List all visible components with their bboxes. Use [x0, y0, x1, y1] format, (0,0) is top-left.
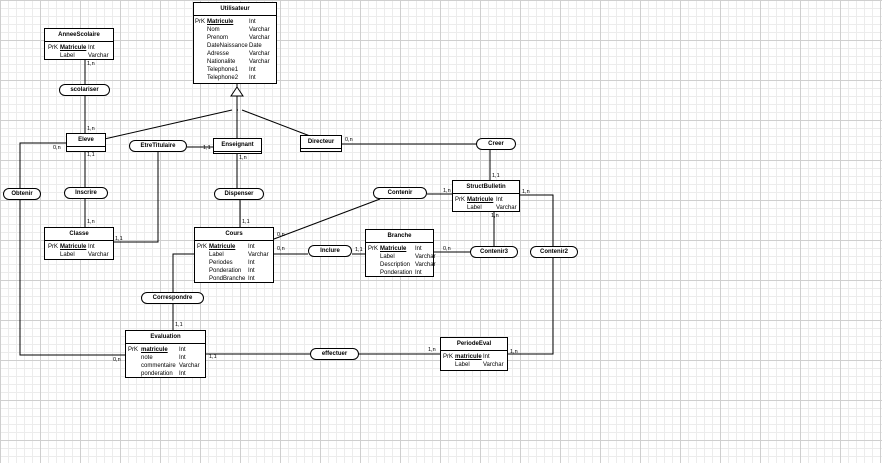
- association-scolariser[interactable]: scolariser: [59, 84, 110, 96]
- entity-directeur[interactable]: Directeur: [300, 135, 342, 152]
- link-line: [520, 194, 554, 246]
- entity-enseignant[interactable]: Enseignant: [213, 138, 262, 154]
- entity-title: AnneeScolaire: [45, 29, 113, 42]
- association-contenir3[interactable]: Contenir3: [470, 246, 518, 258]
- association-effectuer[interactable]: effectuer: [310, 348, 359, 360]
- cardinality-label: 1,n: [491, 213, 499, 219]
- cardinality-label: 1,1: [115, 236, 123, 242]
- entity-title: StructBulletin: [453, 181, 519, 194]
- inheritance-line: [99, 109, 233, 141]
- entity-title: Evaluation: [126, 331, 205, 344]
- cardinality-label: 1,n: [87, 61, 95, 67]
- cardinality-label: 1,1: [355, 247, 363, 253]
- entity-eleve[interactable]: Eleve: [66, 133, 106, 152]
- association-correspondre[interactable]: Correspondre: [141, 292, 204, 304]
- cardinality-label: 1,n: [443, 188, 451, 194]
- entity-title: Branche: [366, 230, 433, 243]
- cardinality-label: 1,n: [522, 189, 530, 195]
- cardinality-label: 1,1: [175, 322, 183, 328]
- link-line: [114, 152, 159, 243]
- cardinality-label: 1,n: [87, 126, 95, 132]
- cardinality-label: 0,n: [277, 232, 285, 238]
- cardinality-label: 1,1: [87, 152, 95, 158]
- cardinality-label: 0,n: [345, 137, 353, 143]
- association-obtenir[interactable]: Obtenir: [3, 188, 41, 200]
- link-line: [508, 258, 554, 355]
- association-contenir2[interactable]: Contenir2: [530, 246, 578, 258]
- link-line: [172, 253, 194, 292]
- cardinality-label: 1,1: [209, 354, 217, 360]
- inheritance-triangle: [230, 86, 244, 97]
- association-contenir[interactable]: Contenir: [373, 187, 427, 199]
- entity-title: Classe: [45, 228, 113, 241]
- association-inclure[interactable]: Inclure: [308, 245, 352, 257]
- cardinality-label: 1,1: [492, 173, 500, 179]
- cardinality-label: 1,n: [87, 219, 95, 225]
- association-inscrire[interactable]: Inscrire: [64, 187, 108, 199]
- cardinality-label: 0,n: [443, 246, 451, 252]
- cardinality-label: 1,1: [242, 219, 250, 225]
- link-line: [273, 198, 381, 240]
- entity-title: Eleve: [67, 134, 105, 147]
- entity-title: Enseignant: [214, 139, 261, 152]
- cardinality-label: 0,n: [53, 145, 61, 151]
- cardinality-label: 0,n: [113, 357, 121, 363]
- inheritance-line: [241, 109, 311, 137]
- cardinality-label: 1,1: [203, 145, 211, 151]
- cardinality-label: 1,n: [239, 155, 247, 161]
- cardinality-label: 1,n: [428, 347, 436, 353]
- association-etre-titulaire[interactable]: EtreTitulaire: [129, 140, 187, 152]
- association-creer[interactable]: Creer: [476, 138, 516, 150]
- entity-title: Utilisateur: [194, 3, 276, 16]
- link-line: [19, 142, 66, 188]
- cardinality-label: 0,n: [277, 246, 285, 252]
- entity-title: Cours: [195, 228, 273, 241]
- link-line: [19, 200, 125, 356]
- association-dispenser[interactable]: Dispenser: [214, 188, 264, 200]
- entity-title: Directeur: [301, 136, 341, 149]
- cardinality-label: 1,n: [510, 349, 518, 355]
- inheritance-line: [236, 98, 238, 111]
- entity-title: PeriodeEval: [441, 338, 507, 351]
